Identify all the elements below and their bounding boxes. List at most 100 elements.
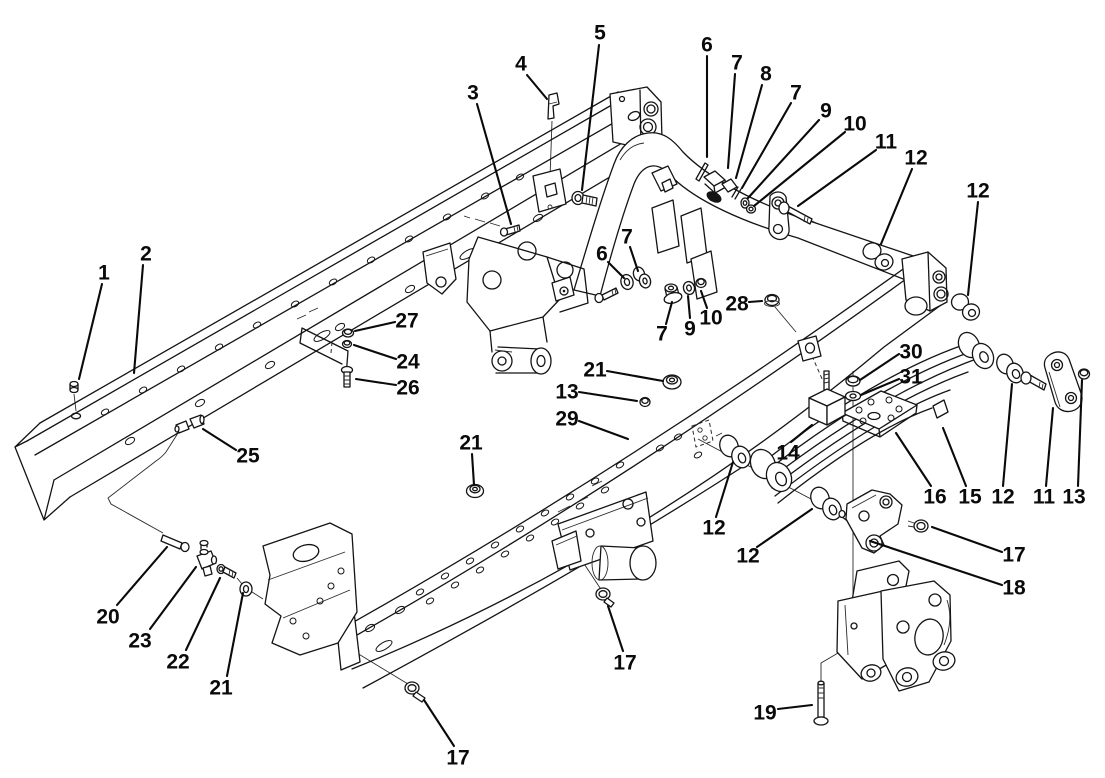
leader-line-7	[664, 300, 674, 326]
leader-line-23	[148, 565, 198, 631]
part-label-3: 3	[467, 82, 479, 105]
leader-line-16	[894, 431, 933, 488]
part-label-21: 21	[583, 359, 607, 382]
leader-line-27	[353, 320, 397, 333]
leader-line-7	[740, 101, 793, 190]
part-label-16: 16	[923, 486, 946, 509]
part-label-26: 26	[396, 377, 419, 400]
part-label-7: 7	[731, 52, 743, 75]
part-label-24: 24	[396, 351, 420, 374]
part-label-17: 17	[613, 652, 636, 675]
leader-line-12	[1001, 382, 1014, 488]
part-label-29: 29	[555, 408, 578, 431]
leader-line-21	[605, 369, 665, 383]
leader-line-17	[606, 604, 625, 653]
leader-line-12	[966, 200, 980, 297]
leader-line-7	[628, 245, 640, 273]
leader-line-19	[776, 703, 814, 711]
axle-mount-bracket	[813, 560, 956, 726]
leader-line-11	[796, 148, 878, 208]
leader-line-15	[941, 426, 968, 488]
part-label-7: 7	[656, 323, 668, 346]
part-label-11: 11	[1033, 486, 1056, 509]
leader-line-21	[225, 591, 245, 678]
leader-line-26	[354, 377, 398, 387]
part-label-13: 13	[555, 381, 578, 404]
leader-line-10	[699, 289, 709, 310]
part-label-6: 6	[596, 243, 608, 266]
part-label-21: 21	[209, 677, 233, 700]
leader-line-5	[580, 43, 601, 192]
hardware	[69, 266, 780, 703]
leader-line-14	[789, 423, 814, 444]
leader-line-3	[475, 102, 513, 226]
leader-line-4	[525, 73, 549, 101]
part-label-28: 28	[725, 293, 749, 316]
part-label-5: 5	[594, 22, 606, 45]
leader-line-12	[755, 507, 814, 549]
leader-line-17	[930, 525, 1004, 554]
part-label-9: 9	[820, 100, 832, 123]
leader-line-12	[714, 460, 735, 519]
leader-line-30	[858, 352, 901, 382]
leader-line-18	[868, 539, 1004, 587]
part-label-12: 12	[736, 545, 759, 568]
leader-line-25	[201, 427, 238, 452]
part-label-2: 2	[140, 243, 152, 266]
upper-frame-rail	[14, 86, 663, 521]
part-label-9: 9	[684, 318, 696, 341]
leader-line-7	[726, 72, 737, 170]
part-label-15: 15	[958, 486, 982, 509]
leader-line-6	[606, 260, 626, 280]
leader-line-31	[859, 377, 901, 397]
leader-line-13	[577, 390, 639, 403]
leader-line-12	[879, 167, 914, 246]
leader-line-8	[734, 83, 764, 180]
part-label-21: 21	[459, 432, 483, 455]
part-label-10: 10	[699, 307, 722, 330]
leader-line-17	[422, 698, 456, 748]
part-label-30: 30	[899, 341, 922, 364]
leader-line-13	[1076, 378, 1084, 488]
part-label-4: 4	[515, 53, 527, 76]
part-label-12: 12	[702, 517, 725, 540]
leader-line-9	[686, 294, 692, 320]
part-label-1: 1	[98, 262, 110, 285]
part-label-31: 31	[899, 366, 923, 389]
part-label-8: 8	[760, 63, 772, 86]
part-label-18: 18	[1002, 577, 1026, 600]
assembly-lines	[73, 120, 921, 685]
part-label-7: 7	[790, 82, 802, 105]
part-label-10: 10	[843, 113, 866, 136]
part-label-19: 19	[753, 702, 776, 725]
part-label-6: 6	[701, 34, 713, 57]
part-label-17: 17	[1002, 544, 1025, 567]
leader-line-9	[746, 118, 821, 200]
leader-line-29	[577, 419, 630, 441]
leader-line-28	[747, 299, 764, 304]
leader-line-1	[77, 282, 104, 381]
leader-line-2	[132, 263, 145, 375]
part-label-12: 12	[904, 147, 927, 170]
part-label-27: 27	[395, 310, 418, 333]
part-label-12: 12	[991, 486, 1014, 509]
axle-weldment	[466, 92, 935, 375]
spring-clip	[932, 399, 949, 419]
part-label-22: 22	[166, 651, 189, 674]
part-label-25: 25	[236, 445, 260, 468]
part-label-14: 14	[776, 442, 800, 465]
leader-line-11	[1044, 406, 1055, 488]
leader-line-20	[115, 545, 169, 607]
leaf-spring-assembly	[719, 242, 1091, 554]
part-label-7: 7	[621, 226, 633, 249]
part-label-17: 17	[446, 747, 469, 770]
part-label-11: 11	[875, 131, 898, 154]
leader-line-24	[352, 343, 398, 361]
leader-line-22	[184, 576, 222, 652]
part-label-20: 20	[96, 606, 119, 629]
leader-line-21	[470, 452, 476, 487]
leader-line-10	[752, 130, 847, 208]
part-label-23: 23	[128, 630, 151, 653]
lower-frame-rail	[262, 251, 949, 689]
